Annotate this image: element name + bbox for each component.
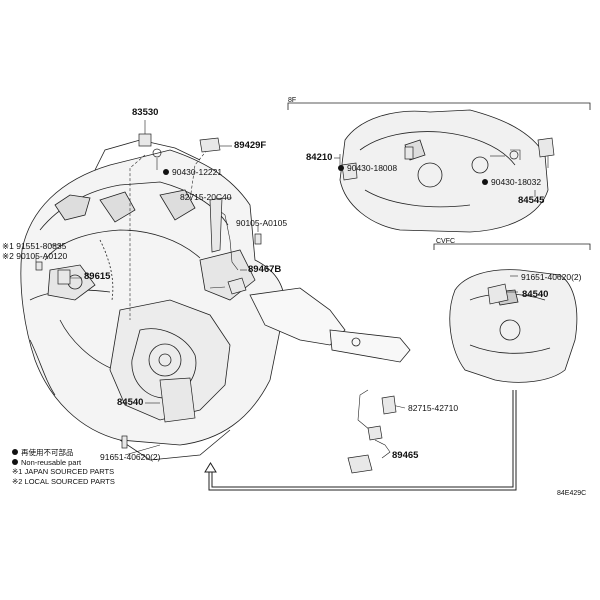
drive-shaft-drawing xyxy=(249,287,411,363)
legend-item-jp: 再使用不可部品 xyxy=(12,448,115,458)
part-label-84540-right[interactable]: 84540 xyxy=(522,289,549,300)
non-reusable-dot-icon xyxy=(482,179,488,185)
gasket-90430-12221-part xyxy=(152,148,162,158)
part-label-84210[interactable]: 84210 xyxy=(306,152,333,163)
part-label-90105-a0120[interactable]: ※2 90105-A0120 xyxy=(2,251,68,261)
part-label-90105-a0105[interactable]: 90105-A0105 xyxy=(236,218,288,228)
legend: 再使用不可部品 Non-reusable part ※1 JAPAN SOURC… xyxy=(12,448,115,486)
part-label-90430-12221[interactable]: 90430-12221 xyxy=(163,167,222,177)
cvfc-transmission-drawing xyxy=(449,269,578,383)
part-label-89429f[interactable]: 89429F xyxy=(234,140,267,151)
sensor-89465-part xyxy=(347,454,373,474)
sensor-89429f-part xyxy=(199,137,221,153)
bolt-91651-left-part xyxy=(121,435,128,449)
sensor-84545-part xyxy=(537,137,555,158)
legend-item-local-sourced: ※2 LOCAL SOURCED PARTS xyxy=(12,476,115,486)
part-label-82715-20c40[interactable]: 82715-20C40 xyxy=(180,192,232,202)
sensor-84210-part xyxy=(341,162,358,181)
solenoid-84540-left-part xyxy=(159,377,196,423)
transaxle-assembly-drawing xyxy=(20,139,286,461)
part-label-89615[interactable]: 89615 xyxy=(84,271,111,282)
part-label-84540-left[interactable]: 84540 xyxy=(117,397,144,408)
bolt-91551-part xyxy=(35,261,43,271)
non-reusable-dot-icon xyxy=(12,449,18,455)
bolt-90105-a0105-part xyxy=(254,233,262,245)
non-reusable-dot-icon xyxy=(163,169,169,175)
part-label-90430-18008[interactable]: 90430-18008 xyxy=(338,163,397,173)
part-label-83530[interactable]: 83530 xyxy=(132,107,159,118)
part-label-89465[interactable]: 89465 xyxy=(392,450,419,461)
bracket-82715-20c40-part xyxy=(209,197,223,253)
part-label-91551-80835[interactable]: ※1 91551-80835 xyxy=(2,241,67,251)
legend-item-en: Non-reusable part xyxy=(12,458,115,468)
8f-transmission-drawing xyxy=(339,109,549,233)
section-brackets xyxy=(287,102,591,250)
bracket-82715-42710-part xyxy=(381,395,397,415)
part-label-90430-18032[interactable]: 90430-18032 xyxy=(482,177,541,187)
part-label-82715-42710[interactable]: 82715-42710 xyxy=(408,403,459,413)
gasket-90430-18032-part xyxy=(509,150,519,160)
sensor-83530-part xyxy=(138,133,152,147)
sensor-89615-part xyxy=(57,269,71,285)
reference-arrow xyxy=(204,390,517,491)
section-tag-8f: 8F xyxy=(288,97,297,104)
small-parts xyxy=(35,133,555,474)
non-reusable-dot-icon xyxy=(12,458,18,465)
legend-item-japan-sourced: ※1 JAPAN SOURCED PARTS xyxy=(12,467,115,476)
part-label-84545[interactable]: 84545 xyxy=(518,195,545,206)
section-tag-cvfc: CVFC xyxy=(436,238,456,245)
solenoid-84540-right-part xyxy=(487,283,509,305)
figure-code: 84E429C xyxy=(557,490,587,497)
part-label-91651-40620-right[interactable]: 91651-40620(2) xyxy=(521,272,582,282)
sensor-89465-tip-part xyxy=(367,425,383,441)
sensor-89467b-part xyxy=(227,277,247,295)
gasket-90430-18008-part xyxy=(404,146,414,160)
part-label-91651-40620-left[interactable]: 91651-40620(2) xyxy=(100,452,161,462)
part-label-89467b[interactable]: 89467B xyxy=(248,264,282,275)
non-reusable-dot-icon xyxy=(338,165,344,171)
